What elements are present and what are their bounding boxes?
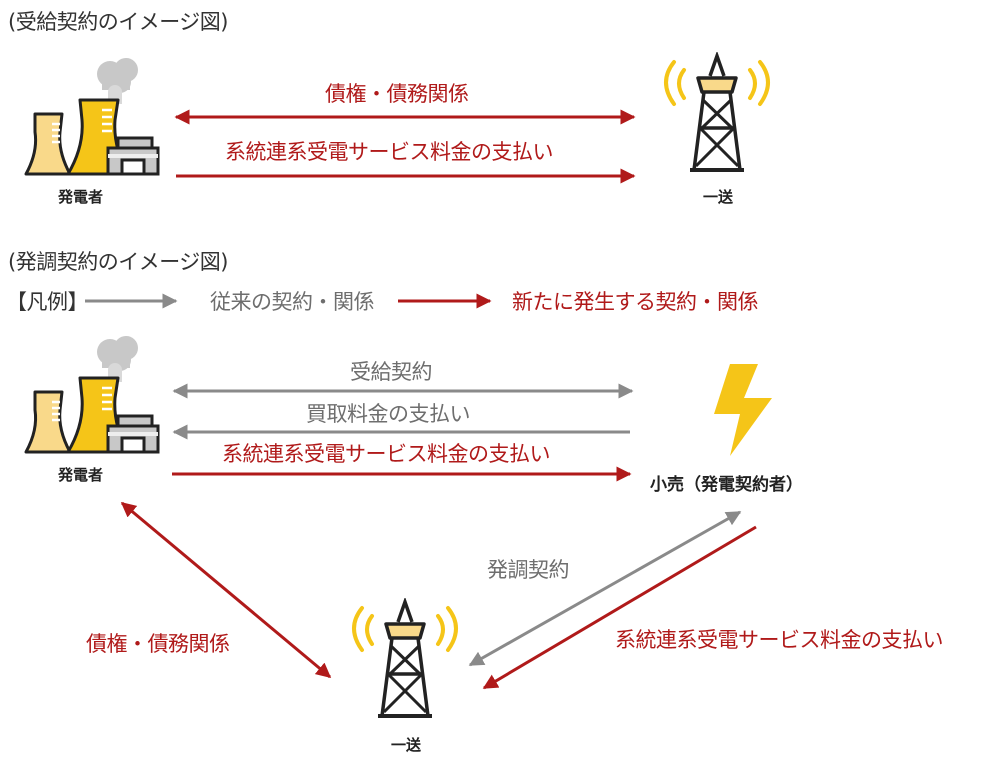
arrow-label-service-fee: 系統連系受電サービス料金の支払い [225, 140, 554, 164]
arrow-service-fee-3 [482, 525, 757, 690]
retailer-label: 小売（発電契約者） [650, 475, 803, 495]
arrow-label-supply-contract: 受給契約 [350, 360, 433, 384]
generator-label: 発電者 [58, 188, 104, 206]
transmission-label: 一送 [703, 188, 734, 206]
section2-title: (発調契約のイメージ図) [8, 250, 228, 274]
legend-prefix: 【凡例】 [6, 290, 89, 314]
arrow-label-service-fee: 系統連系受電サービス料金の支払い [222, 442, 551, 466]
generator-label: 発電者 [58, 466, 104, 484]
power-plant-icon [24, 58, 160, 176]
arrow-claims-debts-2 [120, 501, 332, 679]
transmission-tower-icon [664, 52, 770, 172]
arrow-label-purchase-payment: 買取料金の支払い [306, 402, 471, 426]
section1-title: (受給契約のイメージ図) [8, 10, 228, 34]
legend-existing-label: 従来の契約・関係 [210, 290, 375, 314]
transmission-tower-icon [352, 598, 458, 718]
transmission-label: 一送 [391, 736, 422, 754]
lightning-icon [714, 364, 772, 456]
arrow-generation-contract [468, 510, 742, 667]
legend-new-label: 新たに発生する契約・関係 [512, 290, 759, 314]
arrow-label-claims-debts: 債権・債務関係 [325, 82, 469, 106]
